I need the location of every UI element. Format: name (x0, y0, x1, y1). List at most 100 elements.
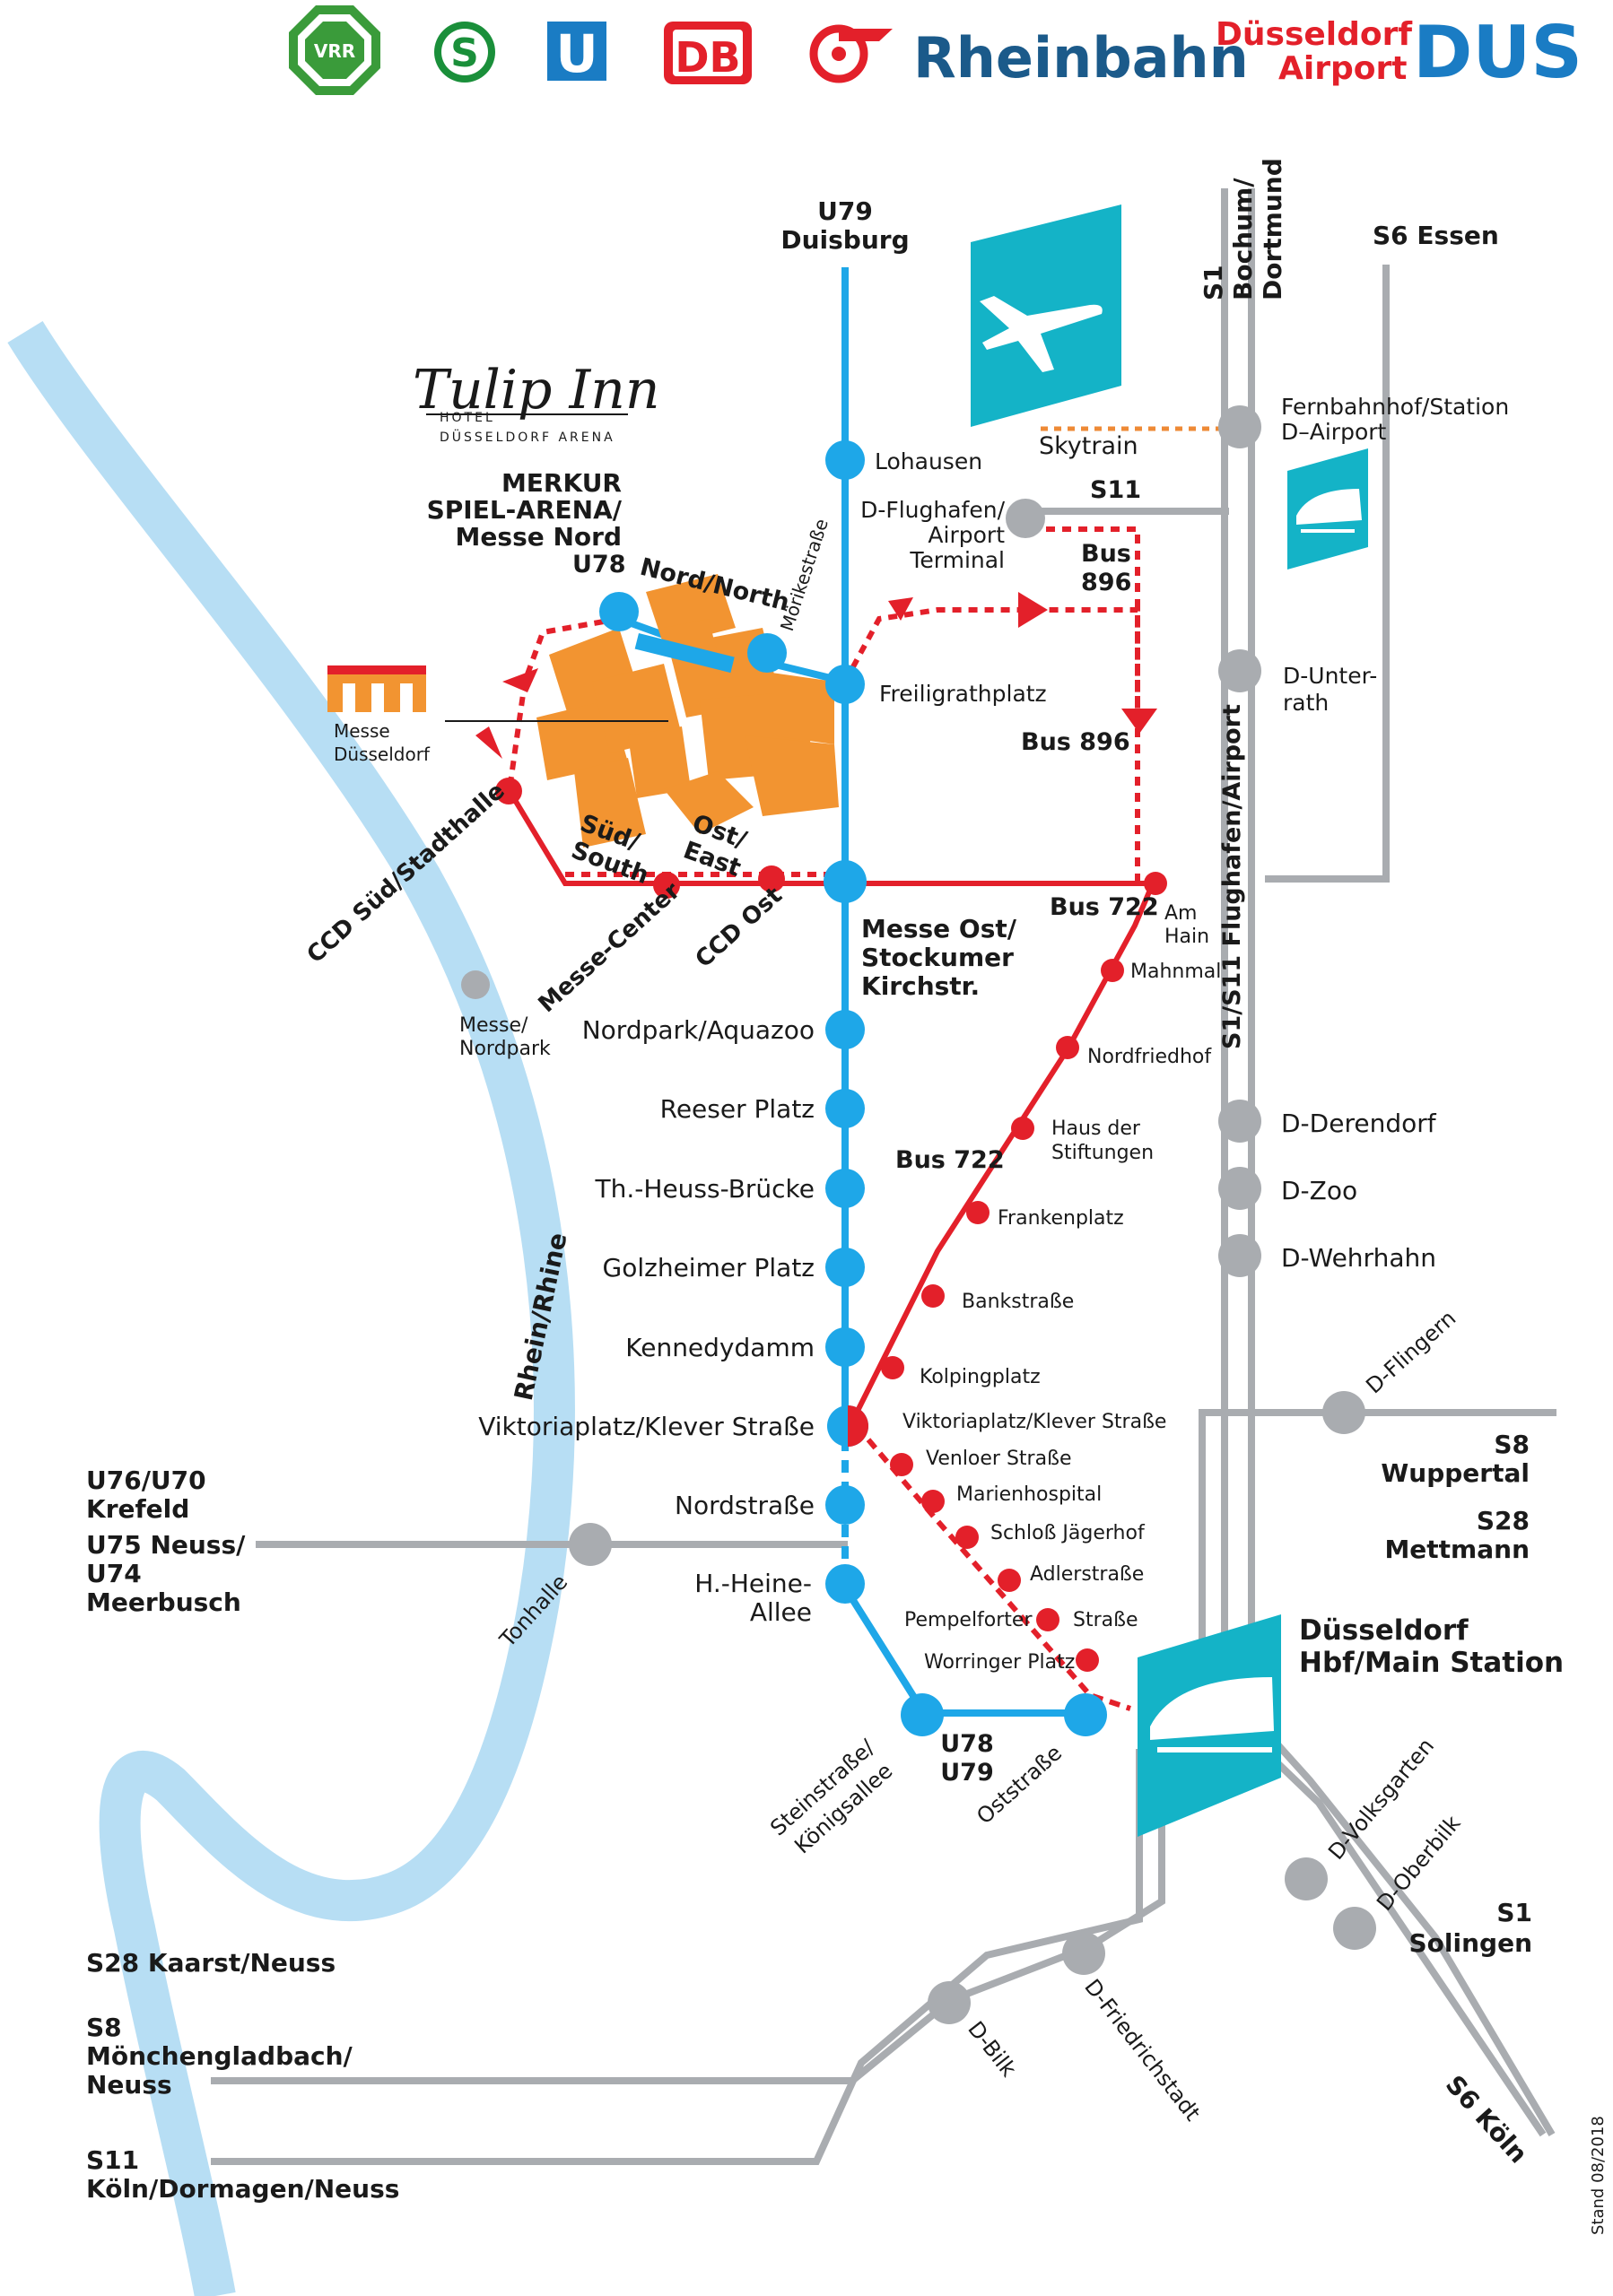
svg-text:Solingen: Solingen (1409, 1928, 1533, 1958)
station-nordfriedhof (1056, 1036, 1079, 1059)
svg-text:Krefeld: Krefeld (86, 1494, 189, 1524)
station-golzheimer (825, 1248, 865, 1287)
station-marienhospital (921, 1490, 945, 1513)
svg-text:Messe-Center: Messe-Center (534, 877, 686, 1018)
svg-text:S8: S8 (86, 2013, 122, 2042)
station-messe-ost (824, 860, 867, 903)
svg-text:Pempelforter: Pempelforter (904, 1609, 1033, 1631)
station-derendorf (1218, 1100, 1261, 1143)
svg-text:Skytrain: Skytrain (1039, 432, 1138, 460)
svg-text:Messe Nord: Messe Nord (456, 522, 622, 552)
svg-text:D–Airport: D–Airport (1281, 419, 1387, 445)
airport-logo: Düsseldorf Airport DUS (1216, 11, 1582, 94)
station-flingern (1322, 1391, 1365, 1434)
svg-text:Reeser Platz: Reeser Platz (660, 1094, 815, 1124)
station-kennedydamm (825, 1327, 865, 1367)
svg-text:Mönchengladbach/: Mönchengladbach/ (86, 2041, 353, 2071)
station-merkur (599, 592, 639, 631)
train-icon-hbf (1138, 1614, 1281, 1837)
svg-text:Venloer Straße: Venloer Straße (926, 1448, 1071, 1470)
svg-text:Messe/: Messe/ (459, 1014, 528, 1037)
svg-text:D-Zoo: D-Zoo (1281, 1176, 1357, 1205)
svg-text:D-Flughafen/: D-Flughafen/ (860, 497, 1006, 523)
svg-text:Meerbusch: Meerbusch (86, 1587, 241, 1617)
svg-text:S6 Essen: S6 Essen (1373, 221, 1499, 250)
svg-text:U79: U79 (817, 196, 873, 226)
svg-text:Haus der: Haus der (1051, 1118, 1141, 1140)
svg-text:CCD Süd/Stadthalle: CCD Süd/Stadthalle (302, 778, 510, 969)
svg-text:VRR: VRR (314, 40, 355, 62)
svg-text:Kolpingplatz: Kolpingplatz (920, 1366, 1041, 1388)
svg-text:DUS: DUS (1413, 11, 1582, 94)
svg-text:Messe Ost/: Messe Ost/ (861, 914, 1017, 944)
svg-text:Dortmund: Dortmund (1258, 158, 1287, 300)
station-venloer (890, 1453, 913, 1476)
station-nordpark (825, 1010, 865, 1049)
svg-text:SPIEL-ARENA/: SPIEL-ARENA/ (427, 495, 623, 525)
svg-text:Kennedydamm: Kennedydamm (625, 1333, 815, 1362)
station-unterrath (1218, 649, 1261, 692)
svg-text:Marienhospital: Marienhospital (956, 1483, 1102, 1506)
tulip-inn-logo: Tulip Inn HOTEL DÜSSELDORF ARENA (413, 359, 660, 445)
airplane-icon (971, 204, 1121, 427)
svg-text:Bus 896: Bus 896 (1021, 728, 1130, 756)
svg-text:Bus 722: Bus 722 (895, 1146, 1005, 1174)
rhine-river (7, 320, 575, 2296)
svg-text:D-Bilk: D-Bilk (963, 2016, 1021, 2081)
svg-text:Düsseldorf: Düsseldorf (1216, 16, 1412, 53)
svg-text:DB: DB (675, 33, 740, 82)
station-wehrhahn (1218, 1234, 1261, 1277)
svg-text:Mahnmal: Mahnmal (1130, 961, 1221, 983)
svg-text:Nordpark/Aquazoo: Nordpark/Aquazoo (582, 1015, 815, 1045)
svg-text:Frankenplatz: Frankenplatz (998, 1207, 1124, 1230)
station-kolpingplatz (881, 1356, 904, 1379)
svg-text:MERKUR: MERKUR (501, 468, 622, 498)
station-schloss (955, 1526, 979, 1549)
station-messe-center (653, 872, 680, 899)
svg-text:S28: S28 (1477, 1506, 1530, 1535)
svg-text:D-Flingern: D-Flingern (1361, 1306, 1460, 1399)
station-friedrichstadt (1062, 1932, 1105, 1975)
svg-text:Bankstraße: Bankstraße (962, 1291, 1074, 1313)
svg-text:U76/U70: U76/U70 (86, 1465, 206, 1495)
bus-arrow (1121, 709, 1157, 734)
sbahn-stations (461, 405, 1376, 2024)
bus-stations (495, 778, 1167, 1672)
station-nordstrasse (825, 1485, 865, 1525)
ubahn-stations (599, 440, 1107, 1736)
messe-halls (536, 574, 839, 848)
svg-text:Schloß Jägerhof: Schloß Jägerhof (990, 1522, 1146, 1544)
station-bilk (928, 1981, 971, 2024)
stand-date: Stand 08/2018 (1589, 2116, 1608, 2235)
station-viktoria (827, 1405, 868, 1447)
station-haus (1011, 1117, 1034, 1140)
svg-text:Lohausen: Lohausen (875, 448, 982, 474)
svg-text:Bochum/: Bochum/ (1228, 178, 1258, 300)
svg-text:Straße: Straße (1073, 1609, 1138, 1631)
svg-text:D-Unter-: D-Unter- (1283, 663, 1377, 689)
vrr-logo: VRR (289, 5, 380, 95)
svg-text:Fernbahnhof/Station: Fernbahnhof/Station (1281, 394, 1509, 420)
svg-text:D-Friedrichstadt: D-Friedrichstadt (1079, 1974, 1205, 2125)
station-freiligrath (825, 665, 865, 704)
svg-text:U78: U78 (940, 1730, 994, 1758)
svg-text:CCD Ost: CCD Ost (691, 882, 788, 973)
svg-text:HOTEL: HOTEL (440, 411, 495, 425)
svg-text:U74: U74 (86, 1559, 142, 1588)
station-steinstrasse (901, 1693, 944, 1736)
svg-text:Worringer Platz: Worringer Platz (924, 1651, 1075, 1674)
svg-text:Bus: Bus (1081, 540, 1131, 568)
svg-text:DÜSSELDORF ARENA: DÜSSELDORF ARENA (440, 429, 615, 445)
station-am-hain (1144, 872, 1167, 895)
sbahn-logo: S (434, 22, 495, 83)
svg-text:Mörikestraße: Mörikestraße (776, 516, 833, 633)
svg-text:Freiligrathplatz: Freiligrathplatz (879, 681, 1047, 707)
svg-text:Duisburg: Duisburg (780, 225, 909, 255)
station-worringer (1076, 1648, 1099, 1672)
bus-arrow (502, 668, 538, 692)
svg-text:Stiftungen: Stiftungen (1051, 1142, 1154, 1164)
svg-text:S8: S8 (1494, 1430, 1530, 1459)
messe-duesseldorf-logo: Messe Düsseldorf (327, 665, 431, 765)
svg-text:U78: U78 (572, 551, 626, 578)
svg-text:Terminal: Terminal (909, 547, 1005, 573)
